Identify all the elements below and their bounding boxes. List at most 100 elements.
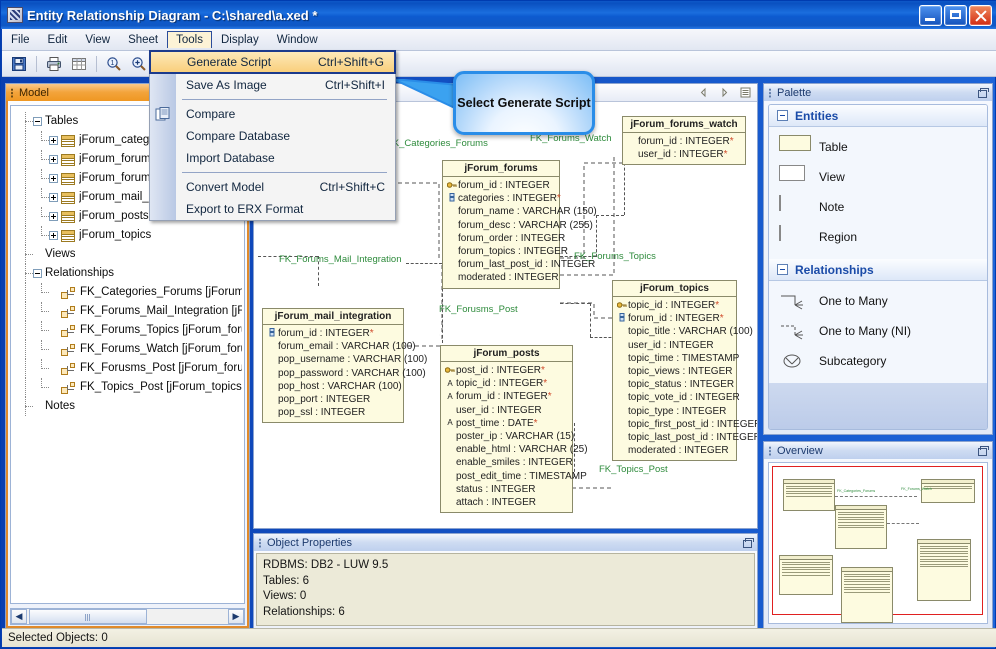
tree-guide xyxy=(17,131,33,150)
collapse-icon[interactable] xyxy=(33,117,42,126)
tree-item[interactable]: FK_Forums_Watch [jForum_forums - jF xyxy=(17,340,242,359)
tree-item[interactable]: FK_Topics_Post [jForum_topics - jF xyxy=(17,378,242,397)
palette-item-one-to-many-ni[interactable]: One to Many (NI) xyxy=(769,316,987,346)
expand-icon[interactable] xyxy=(49,231,58,240)
palette-item-table[interactable]: Table xyxy=(769,132,987,162)
drag-grip-icon[interactable] xyxy=(10,87,14,98)
menu-item-shortcut: Ctrl+Shift+I xyxy=(324,78,385,92)
tree-item[interactable]: FK_Forums_Topics [jForum_forums - jF xyxy=(17,321,242,340)
palette-item-view[interactable]: View xyxy=(769,162,987,192)
entity-title: jForum_forums xyxy=(443,161,559,177)
zoom-in-icon[interactable] xyxy=(128,53,150,74)
print-icon[interactable] xyxy=(43,53,65,74)
minimize-button[interactable] xyxy=(919,4,942,26)
tree-guide xyxy=(33,283,49,302)
prev-icon[interactable] xyxy=(698,87,709,98)
expand-icon[interactable] xyxy=(49,155,58,164)
tree-item[interactable]: Relationships xyxy=(17,264,242,283)
restore-icon[interactable] xyxy=(741,537,754,548)
zoom-actual-icon[interactable]: 1 xyxy=(103,53,125,74)
menu-tools[interactable]: Tools xyxy=(167,31,212,48)
tree-item[interactable]: jForum_forums xyxy=(17,150,242,169)
column-name: user_id : INTEGER xyxy=(638,149,724,161)
tree-item[interactable]: Views xyxy=(17,245,242,264)
expand-icon[interactable] xyxy=(49,193,58,202)
entity-column: forum_id : INTEGER* xyxy=(263,327,403,340)
tree-guide xyxy=(17,283,33,302)
menu-file[interactable]: File xyxy=(11,33,30,46)
restore-icon[interactable] xyxy=(976,445,989,456)
tree-item[interactable]: FK_Forusms_Post [jForum_forums - j xyxy=(17,359,242,378)
restore-icon[interactable] xyxy=(976,87,989,98)
maximize-button[interactable] xyxy=(944,4,967,26)
palette-panel: Palette Entities Table View xyxy=(763,83,993,435)
menu-view[interactable]: View xyxy=(85,33,111,46)
palette-item-subcategory[interactable]: Subcategory xyxy=(769,346,987,376)
palette-group-relationships[interactable]: Relationships xyxy=(769,259,987,281)
tree-guide xyxy=(33,226,49,245)
next-icon[interactable] xyxy=(719,87,730,98)
tree-item[interactable]: FK_Forums_Mail_Integration [jForum_f xyxy=(17,302,242,321)
drag-grip-icon[interactable] xyxy=(258,537,262,548)
palette-item-label: View xyxy=(819,170,845,184)
palette-item-note[interactable]: Note xyxy=(769,192,987,222)
drag-grip-icon[interactable] xyxy=(768,445,772,456)
menu-sheet[interactable]: Sheet xyxy=(128,33,159,46)
entity-jForum_mail_integration[interactable]: jForum_mail_integration forum_id : INTEGE… xyxy=(262,308,427,424)
collapse-icon[interactable] xyxy=(777,264,788,275)
expand-icon[interactable] xyxy=(49,212,58,221)
menu-display[interactable]: Display xyxy=(221,33,259,46)
drag-grip-icon[interactable] xyxy=(768,87,772,98)
menu-item-compare-database[interactable]: Compare Database xyxy=(150,125,395,147)
entity-column: pop_ssl : INTEGER xyxy=(263,406,403,419)
palette-entities-list: Table View Note xyxy=(769,127,987,259)
expand-icon[interactable] xyxy=(49,174,58,183)
entity-title: jForum_topics xyxy=(613,281,736,297)
menu-item-export-to-erx-format[interactable]: Export to ERX Format xyxy=(150,198,395,220)
tree-item[interactable]: Notes xyxy=(17,397,242,416)
collapse-icon[interactable] xyxy=(777,110,788,121)
menu-item-import-database[interactable]: Import Database xyxy=(150,147,395,169)
menu-gutter xyxy=(150,51,176,220)
entity-title: jForum_mail_integration xyxy=(263,309,403,325)
grid-icon[interactable] xyxy=(68,53,90,74)
expand-icon[interactable] xyxy=(49,136,58,145)
scroll-thumb[interactable] xyxy=(29,609,147,624)
collapse-icon[interactable] xyxy=(33,269,42,278)
save-icon[interactable] xyxy=(8,53,30,74)
tree-item[interactable]: Tables xyxy=(17,112,242,131)
menu-edit[interactable]: Edit xyxy=(47,33,68,46)
tree-guide xyxy=(17,359,33,378)
tree-item[interactable]: FK_Categories_Forums [jForum_categories xyxy=(17,283,242,302)
palette-group-entities[interactable]: Entities xyxy=(769,105,987,127)
palette-item-region[interactable]: Region xyxy=(769,222,987,252)
relationship-label: FK_Topics_Post xyxy=(599,464,668,475)
scroll-right-icon[interactable]: ▶ xyxy=(228,609,244,624)
list-icon[interactable] xyxy=(740,87,751,98)
menu-window[interactable]: Window xyxy=(276,33,318,46)
tree-item-label: Tables xyxy=(45,115,79,127)
callout-text: Select Generate Script xyxy=(457,96,591,110)
overview-body[interactable]: FK_Categories_Forums FK_Forums_Watch xyxy=(768,462,988,624)
close-button[interactable] xyxy=(969,4,992,26)
tree-item[interactable]: jForum_posts xyxy=(17,207,242,226)
palette-item-one-to-many[interactable]: One to Many xyxy=(769,286,987,316)
tree-item-label: jForum_forums xyxy=(79,153,157,165)
menu-item-compare[interactable]: Compare xyxy=(150,103,395,125)
app-icon xyxy=(7,7,23,23)
overview-connector xyxy=(887,523,919,524)
scroll-left-icon[interactable]: ◀ xyxy=(11,609,27,624)
tree-guide xyxy=(17,150,33,169)
model-horizontal-scrollbar[interactable]: ◀ ▶ xyxy=(10,608,245,625)
menu-item-label: Compare Database xyxy=(186,129,291,143)
model-panel-title: Model xyxy=(19,86,49,99)
tree-item[interactable]: jForum_topics xyxy=(17,226,242,245)
